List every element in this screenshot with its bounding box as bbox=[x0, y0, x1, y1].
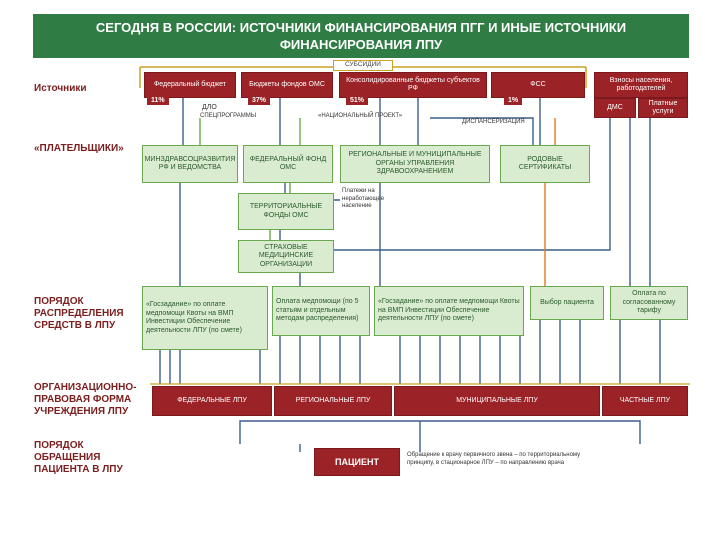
label-dlo: ДЛО bbox=[202, 104, 217, 111]
page-title: СЕГОДНЯ В РОССИИ: ИСТОЧНИКИ ФИНАНСИРОВАН… bbox=[33, 14, 689, 58]
row-label-sources: Источники bbox=[34, 83, 87, 94]
label-national-project: «НАЦИОНАЛЬНЫЙ ПРОЕКТ» bbox=[318, 113, 403, 119]
payer-territorial-funds: ТЕРРИТОРИАЛЬНЫЕ ФОНДЫ ОМС bbox=[238, 193, 334, 230]
percent-regional: 51% bbox=[346, 96, 369, 105]
payer-birth-certificates: РОДОВЫЕ СЕРТИФИКАТЫ bbox=[500, 145, 590, 183]
row-label-distribution: ПОРЯДОК РАСПРЕДЕЛЕНИЯ СРЕДСТВ В ЛПУ bbox=[34, 296, 124, 331]
percent-fss: 1% bbox=[504, 96, 523, 105]
patient-note: Обращение к врачу первичного звена – по … bbox=[407, 452, 581, 466]
distribution-agreed-tariff: Оплата по согласованному тарифу bbox=[610, 286, 688, 320]
lpu-municipal: МУНИЦИПАЛЬНЫЕ ЛПУ bbox=[394, 386, 600, 416]
title-line-2: ФИНАНСИРОВАНИЯ ЛПУ bbox=[279, 37, 443, 52]
row-label-org-form: ОРГАНИЗАЦИОННО-ПРАВОВАЯ ФОРМА УЧРЕЖДЕНИЯ… bbox=[34, 382, 137, 417]
payer-ministry: МИНЗДРАВСОЦРАЗВИТИЯ РФ И ВЕДОМСТВА bbox=[142, 145, 238, 183]
source-consolidated-budgets: Консолидированные бюджеты субъектов РФ bbox=[339, 72, 487, 98]
source-federal-budget: Федеральный бюджет bbox=[144, 72, 236, 98]
patient-box: ПАЦИЕНТ bbox=[314, 448, 400, 476]
row-label-payers: «ПЛАТЕЛЬЩИКИ» bbox=[34, 143, 124, 154]
label-dispensarization: ДИСПАНСЕРИЗАЦИЯ bbox=[462, 119, 525, 125]
source-population: Взносы населения, работодателей bbox=[594, 72, 688, 98]
row-label-patient-order: ПОРЯДОК ОБРАЩЕНИЯ ПАЦИЕНТА В ЛПУ bbox=[34, 440, 123, 475]
lpu-regional: РЕГИОНАЛЬНЫЕ ЛПУ bbox=[274, 386, 392, 416]
distribution-federal-order: «Госзадание» по оплате медпомощи Квоты н… bbox=[142, 286, 268, 350]
lpu-federal: ФЕДЕРАЛЬНЫЕ ЛПУ bbox=[152, 386, 272, 416]
lpu-private: ЧАСТНЫЕ ЛПУ bbox=[602, 386, 688, 416]
label-special-programs: СПЕЦПРОГРАММЫ bbox=[200, 113, 257, 119]
payer-regional-orgs: РЕГИОНАЛЬНЫЕ И МУНИЦИПАЛЬНЫЕ ОРГАНЫ УПРА… bbox=[340, 145, 490, 183]
note-non-working-population: Платежи на неработающее население bbox=[342, 188, 385, 209]
subsidies-label: СУБСИДИИ bbox=[333, 60, 393, 71]
percent-federal: 11% bbox=[147, 96, 169, 105]
source-fss: ФСС bbox=[491, 72, 585, 98]
distribution-patient-choice: Выбор пациента bbox=[530, 286, 604, 320]
distribution-oms-payment: Оплата медпомощи (по 5 статьям и отдельн… bbox=[272, 286, 370, 336]
title-line-1: СЕГОДНЯ В РОССИИ: ИСТОЧНИКИ ФИНАНСИРОВАН… bbox=[95, 20, 627, 35]
distribution-regional-order: «Госзадание» по оплате медпомощи Квоты н… bbox=[374, 286, 524, 336]
source-oms-funds: Бюджеты фондов ОМС bbox=[241, 72, 333, 98]
source-paid-services: Платные услуги bbox=[638, 98, 688, 118]
source-dms: ДМС bbox=[594, 98, 636, 118]
payer-federal-fund: ФЕДЕРАЛЬНЫЙ ФОНД ОМС bbox=[243, 145, 333, 183]
payer-insurers: СТРАХОВЫЕ МЕДИЦИНСКИЕ ОРГАНИЗАЦИИ bbox=[238, 240, 334, 273]
percent-oms: 37% bbox=[248, 96, 271, 105]
